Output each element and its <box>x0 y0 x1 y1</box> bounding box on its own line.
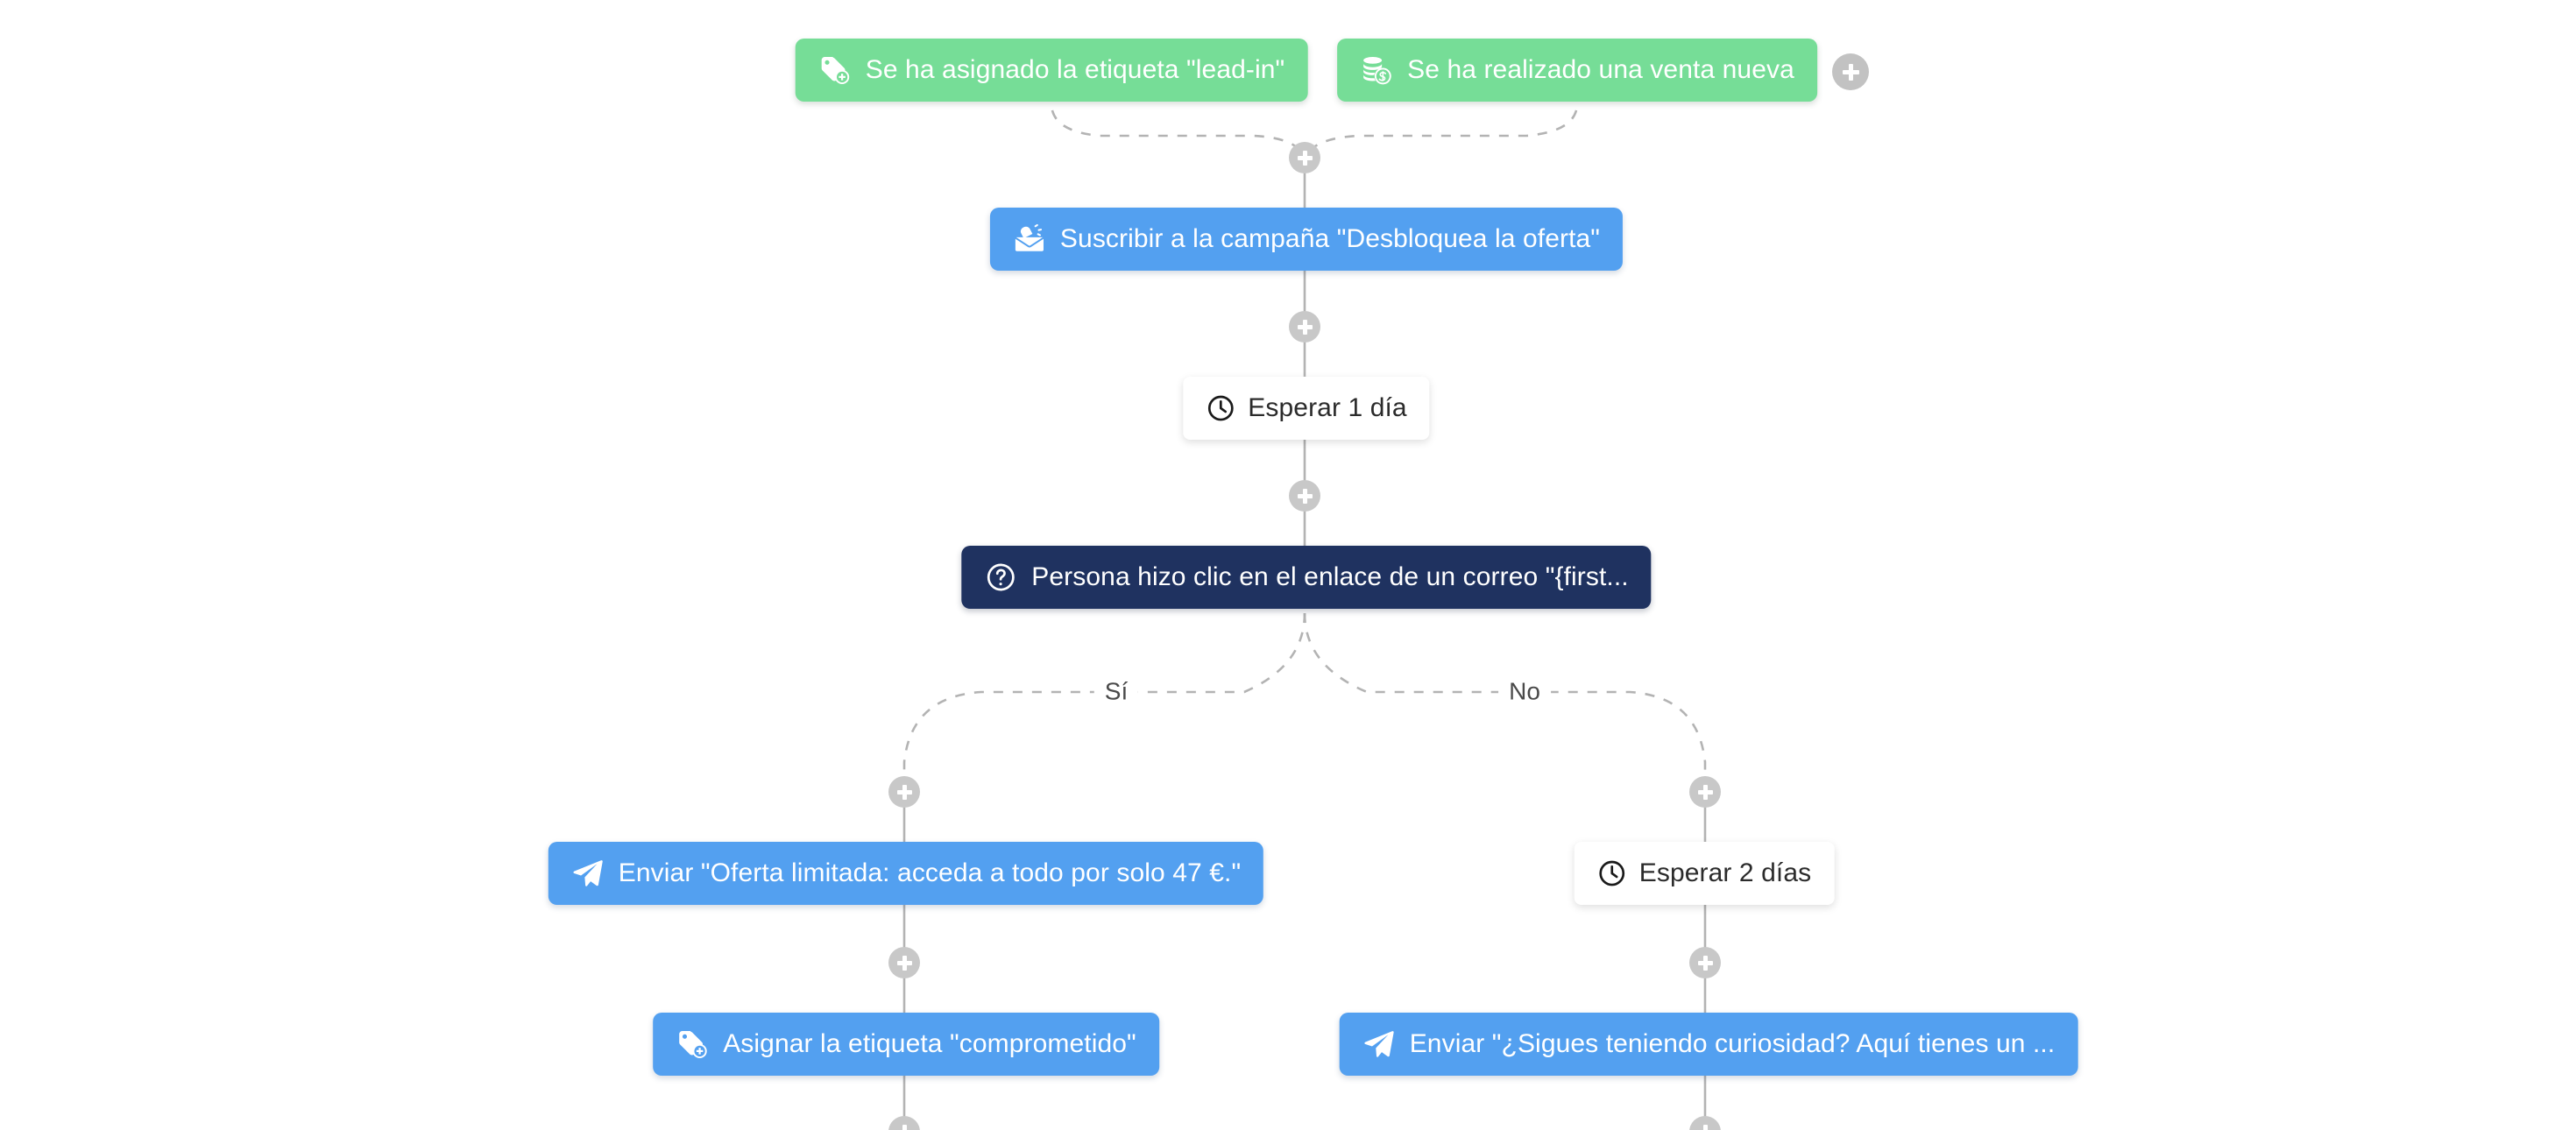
node-condition-email-link-clicked[interactable]: Persona hizo clic en el enlace de un cor… <box>961 546 1652 609</box>
tag-plus-icon <box>818 53 852 87</box>
node-wait-two-days[interactable]: Esperar 2 días <box>1574 842 1835 905</box>
node-send-limited-offer[interactable]: Enviar "Oferta limitada: acceda a todo p… <box>548 842 1264 905</box>
node-label: Enviar "¿Sigues teniendo curiosidad? Aqu… <box>1409 1029 2056 1058</box>
node-assign-tag-engaged[interactable]: Asignar la etiqueta "comprometido" <box>653 1013 1159 1076</box>
branch-label-no: No <box>1498 678 1551 706</box>
add-step-after-send-offer-button[interactable] <box>888 947 920 978</box>
node-subscribe-campaign[interactable]: Suscribir a la campaña "Desbloquea la of… <box>989 208 1624 271</box>
add-step-after-still-curious-button[interactable] <box>1689 1116 1721 1130</box>
node-send-still-curious[interactable]: Enviar "¿Sigues teniendo curiosidad? Aqu… <box>1339 1013 2078 1076</box>
clock-icon <box>1597 858 1627 888</box>
node-label: Esperar 2 días <box>1638 858 1812 887</box>
question-circle-icon <box>984 561 1017 594</box>
node-trigger-tag-assigned[interactable]: Se ha asignado la etiqueta "lead-in" <box>795 39 1308 102</box>
clock-icon <box>1206 393 1235 423</box>
add-step-yes-branch-button[interactable] <box>888 776 920 808</box>
paper-plane-icon <box>571 857 605 890</box>
coins-dollar-icon <box>1360 53 1393 87</box>
node-label: Se ha realizado una venta nueva <box>1407 55 1794 84</box>
add-step-after-triggers-button[interactable] <box>1289 142 1320 173</box>
add-step-after-wait-2-button[interactable] <box>1689 947 1721 978</box>
node-label: Asignar la etiqueta "comprometido" <box>723 1029 1136 1058</box>
node-trigger-new-sale[interactable]: Se ha realizado una venta nueva <box>1337 39 1817 102</box>
paper-plane-icon <box>1362 1028 1396 1061</box>
campaign-envelope-icon <box>1013 222 1046 256</box>
branch-label-yes: Sí <box>1093 678 1139 706</box>
node-wait-one-day[interactable]: Esperar 1 día <box>1183 377 1430 440</box>
add-step-after-wait-1-button[interactable] <box>1289 480 1320 512</box>
node-label: Suscribir a la campaña "Desbloquea la of… <box>1059 224 1601 253</box>
add-trigger-button[interactable] <box>1832 53 1869 90</box>
add-step-no-branch-button[interactable] <box>1689 776 1721 808</box>
node-label: Persona hizo clic en el enlace de un cor… <box>1031 562 1629 591</box>
add-step-after-campaign-button[interactable] <box>1289 311 1320 343</box>
node-label: Se ha asignado la etiqueta "lead-in" <box>865 55 1285 84</box>
node-label: Esperar 1 día <box>1248 393 1407 422</box>
add-step-after-assign-tag-button[interactable] <box>888 1116 920 1130</box>
tag-plus-icon <box>676 1028 709 1061</box>
node-label: Enviar "Oferta limitada: acceda a todo p… <box>618 858 1242 887</box>
